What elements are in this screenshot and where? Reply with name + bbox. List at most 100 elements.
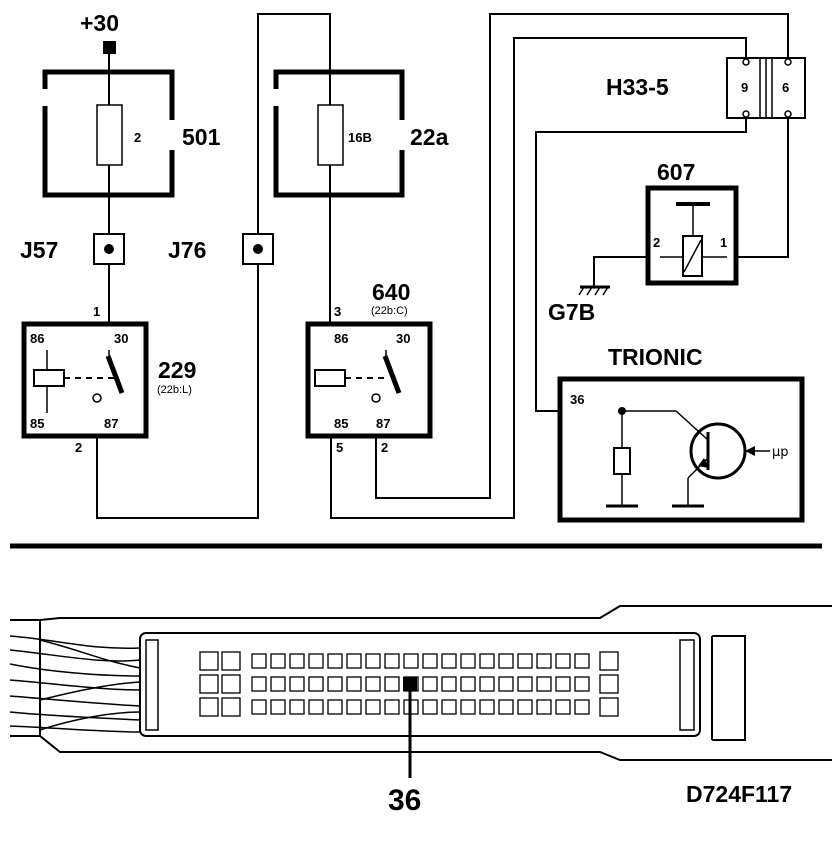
pin-cavity bbox=[422, 676, 438, 692]
ecu-connector-drawing: 36 bbox=[9, 605, 832, 817]
wire-640-85-to-h33-9 bbox=[330, 37, 747, 519]
pin-cavity bbox=[422, 653, 438, 669]
connector-h33-5: 9 6 H33-5 bbox=[606, 57, 806, 119]
pin-cavity bbox=[517, 676, 533, 692]
pin-cavity bbox=[346, 653, 362, 669]
relay-contact-arm bbox=[382, 355, 402, 394]
pin-cavity bbox=[270, 653, 286, 669]
wires bbox=[96, 13, 789, 519]
pin-cavity bbox=[384, 699, 400, 715]
ecu-pin-36: 36 bbox=[570, 392, 584, 407]
relay-coil bbox=[314, 369, 346, 387]
relay-640-label: 640 bbox=[372, 279, 410, 305]
pin-cavity bbox=[384, 653, 400, 669]
pullup-resistor bbox=[613, 447, 631, 475]
relay-229-pin-85: 85 bbox=[30, 416, 44, 431]
pin-cavity bbox=[199, 674, 219, 694]
wire-640-87-to-h33-6 bbox=[375, 13, 789, 499]
trionic-ecu: TRIONIC 36 µp bbox=[557, 344, 805, 523]
junction-j76: J76 bbox=[168, 233, 274, 265]
pin-cavity bbox=[498, 676, 514, 692]
pin-cavity bbox=[599, 674, 619, 694]
ecu-connector-pin-label: 36 bbox=[388, 784, 421, 817]
junction-j76-label: J76 bbox=[168, 237, 206, 263]
fuse-element bbox=[96, 104, 123, 166]
relay-640-pin-85: 85 bbox=[334, 416, 348, 431]
pin-cavity bbox=[221, 674, 241, 694]
pin-cavity bbox=[517, 653, 533, 669]
pin-cavity bbox=[251, 699, 267, 715]
relay-contact-arm bbox=[105, 355, 125, 394]
pin-cavity bbox=[555, 653, 571, 669]
relay-640-pin-86: 86 bbox=[334, 331, 348, 346]
relay-229-ref: (22b:L) bbox=[157, 384, 192, 396]
fuse-501: 2 501 bbox=[42, 69, 221, 198]
pin-cavity bbox=[555, 699, 571, 715]
pin-cavity bbox=[479, 699, 495, 715]
pin-cavity bbox=[536, 676, 552, 692]
fuse-501-label: 501 bbox=[182, 124, 221, 150]
relay-640-wire-in: 3 bbox=[334, 304, 341, 319]
pin-cavity bbox=[441, 676, 457, 692]
pin-cavity bbox=[346, 676, 362, 692]
pin-cavity bbox=[536, 699, 552, 715]
pin-cavity bbox=[365, 676, 381, 692]
relay-229: 1 86 30 85 87 2 229 (22b:L) bbox=[21, 304, 196, 455]
connector-label: H33-5 bbox=[606, 74, 669, 100]
pin-cavity bbox=[460, 699, 476, 715]
pin-cavity bbox=[270, 676, 286, 692]
wire-h33-6-to-607 bbox=[736, 118, 789, 258]
wire-j76-loop bbox=[96, 13, 331, 519]
pin-cavity bbox=[422, 699, 438, 715]
relay-229-label: 229 bbox=[158, 357, 196, 383]
fuse-22a: 16B 22a bbox=[273, 69, 449, 198]
relay-229-pin-30: 30 bbox=[114, 331, 128, 346]
pin-cavity bbox=[199, 651, 219, 671]
pin-cavity bbox=[308, 653, 324, 669]
pin-cavity bbox=[479, 676, 495, 692]
relay-coil bbox=[33, 369, 65, 387]
junction-j57-label: J57 bbox=[20, 237, 58, 263]
ecu-input-label: µp bbox=[772, 445, 789, 460]
fuse-501-rating: 2 bbox=[134, 130, 141, 145]
fuse-element bbox=[317, 104, 344, 166]
pin-cavity bbox=[199, 697, 219, 717]
relay-640-pin-87: 87 bbox=[376, 416, 390, 431]
pin-cavity bbox=[599, 651, 619, 671]
pin-cavity bbox=[289, 699, 305, 715]
pin-cavity bbox=[441, 699, 457, 715]
drawing-code: D724F117 bbox=[686, 781, 792, 807]
relay-640-ref: (22b:C) bbox=[371, 305, 408, 317]
pin-cavity bbox=[460, 653, 476, 669]
pin-cavity bbox=[517, 699, 533, 715]
supply-terminal bbox=[103, 41, 116, 54]
pin-cavity bbox=[498, 653, 514, 669]
relay-229-wire-out: 2 bbox=[75, 440, 82, 455]
pin-cavity bbox=[365, 653, 381, 669]
pin-cavity bbox=[346, 699, 362, 715]
relay-229-pin-86: 86 bbox=[30, 331, 44, 346]
pin-cavity bbox=[270, 699, 286, 715]
pin-cavity bbox=[221, 651, 241, 671]
pin-cavity bbox=[289, 676, 305, 692]
ground-label: G7B bbox=[548, 299, 595, 325]
pin-cavity bbox=[308, 699, 324, 715]
ground-g7b: G7B bbox=[548, 285, 610, 325]
connector-pin-9: 9 bbox=[741, 80, 748, 95]
pin-cavity bbox=[289, 653, 305, 669]
wire-harness bbox=[9, 635, 141, 733]
component-607-pin-2: 2 bbox=[653, 235, 660, 250]
junction-j57: J57 bbox=[20, 233, 125, 265]
pin-cavity bbox=[327, 653, 343, 669]
pin-cavity bbox=[599, 697, 619, 717]
pin-cavity bbox=[574, 699, 590, 715]
pin-cavity bbox=[327, 699, 343, 715]
relay-640-wire-out-87: 2 bbox=[381, 440, 388, 455]
wire-607-to-ground bbox=[593, 256, 648, 287]
fuse-22a-rating: 16B bbox=[348, 130, 372, 145]
pin-cavity bbox=[251, 676, 267, 692]
pin-cavity bbox=[479, 653, 495, 669]
relay-640-pin-30: 30 bbox=[396, 331, 410, 346]
pin-cavity bbox=[365, 699, 381, 715]
